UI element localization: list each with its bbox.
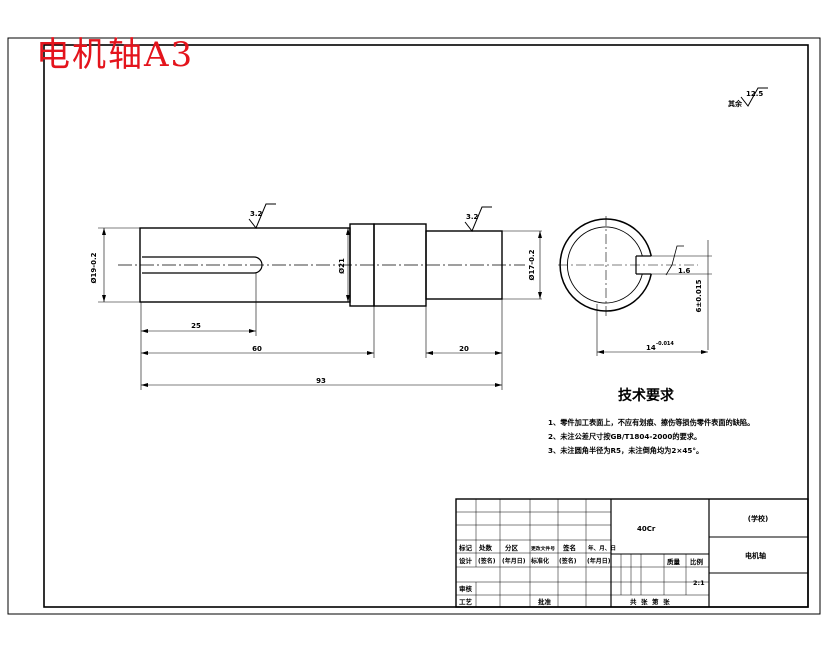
section-roughness-label: 1.6 (678, 267, 691, 275)
dim-collar-label: Ø21 (338, 258, 346, 274)
roughness-mark-2-value: 3.2 (466, 213, 479, 221)
section-key-tol-label: -0.014 (656, 341, 674, 347)
section-depth-label: 6±0.015 (695, 279, 703, 312)
school-label: (学校) (748, 514, 768, 523)
standardization-date: (年月日) (587, 557, 611, 565)
title-block-text: 40Cr (学校) 电机轴 标记 处数 分区 更改文件号 签名 年、月、日 设计… (458, 514, 768, 606)
design-date: (年月日) (502, 557, 526, 565)
roughness-symbol-icon (248, 203, 276, 229)
section-key-width-label: 14 (646, 344, 656, 352)
roughness-mark-1: 3.2 (248, 203, 276, 229)
dim-right-diameter (502, 230, 542, 300)
dim-left-diameter-label: Ø19-0.2 (90, 252, 98, 283)
standardization-label: 标准化 (530, 557, 549, 565)
review-label: 审核 (459, 584, 473, 593)
hdr-change-doc: 更改文件号 (531, 545, 555, 552)
roughness-other: 其余 12.5 (728, 87, 768, 108)
tech-req-item-3: 3、未注圆角半径为R5，未注倒角均为2×45°。 (548, 446, 703, 455)
roughness-symbol-icon (464, 206, 492, 232)
title-block (455, 498, 809, 608)
design-label: 设计 (459, 556, 473, 565)
tech-req-item-1: 1、零件加工表面上，不应有划痕、擦伤等损伤零件表面的缺陷。 (548, 418, 754, 427)
roughness-symbol-icon (740, 87, 768, 107)
standardization-sign: (签名) (559, 557, 577, 565)
process-label: 工艺 (459, 597, 473, 606)
roughness-symbol-icon (665, 245, 684, 276)
title-block-mid-grid (611, 554, 709, 596)
keyway-slot (142, 256, 263, 274)
scale-value: 2:1 (693, 579, 705, 587)
section-inner-circle (567, 226, 643, 304)
mass-label: 质量 (667, 557, 681, 566)
dim-keyway-length-label: 25 (191, 322, 201, 330)
scale-header: 比例 (690, 557, 704, 566)
length-extension-lines (140, 273, 503, 390)
material-label: 40Cr (637, 525, 656, 533)
approve-label: 批准 (538, 597, 552, 606)
cross-section-view (558, 216, 712, 356)
hdr-count: 处数 (478, 543, 493, 552)
design-sign: (签名) (478, 557, 496, 565)
inner-frame (43, 44, 809, 608)
roughness-mark-1-value: 3.2 (250, 210, 263, 218)
dim-20-length-label: 20 (459, 345, 469, 353)
tech-req-title: 技术要求 (618, 387, 675, 404)
hdr-mark: 标记 (458, 543, 473, 552)
hdr-sign: 签名 (562, 543, 576, 552)
tech-req-item-2: 2、未注公差尺寸按GB/T1804-2000的要求。 (548, 432, 701, 441)
drawing-title: 电机轴A3 (36, 35, 195, 75)
hdr-date: 年、月、日 (588, 544, 616, 552)
section-outer-circle (559, 218, 652, 312)
hdr-zone: 分区 (505, 543, 519, 552)
sheet-info: 共 张 第 张 (630, 597, 670, 606)
dim-left-diameter (98, 227, 140, 303)
roughness-other-label: 其余 (728, 99, 743, 108)
dim-right-diameter-label: Ø17-0.2 (528, 249, 536, 280)
part-name-label: 电机轴 (745, 551, 766, 560)
dim-60-length-label: 60 (252, 345, 262, 353)
dimension-arrowheads (102, 228, 542, 387)
shaft-right-section (425, 230, 503, 300)
outer-frame (7, 37, 821, 615)
title-block-left-grid (456, 499, 611, 607)
shaft-body (139, 223, 503, 307)
section-keyway (635, 255, 652, 275)
roughness-mark-2: 3.2 (464, 206, 492, 232)
dim-total-length-label: 93 (316, 377, 326, 385)
